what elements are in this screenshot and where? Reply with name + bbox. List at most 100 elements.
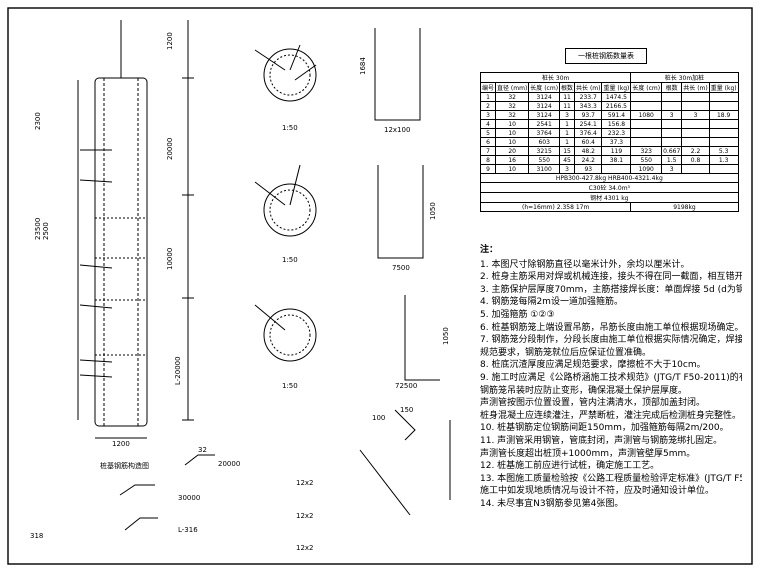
note-line: 声测管长度超出桩顶+1000mm，声测管壁厚5mm。 bbox=[480, 448, 696, 459]
dim-lower: 10000 bbox=[166, 248, 174, 270]
leader-line bbox=[254, 49, 286, 71]
table-cell: 3 bbox=[661, 110, 683, 120]
table-cell: 0.8 bbox=[681, 155, 710, 165]
bar-label: L-316 bbox=[178, 526, 198, 534]
table-cell bbox=[661, 101, 683, 111]
note-line: 9. 施工时应满足《公路桥涵施工技术规范》(JTG/T F50-2011)的有关… bbox=[480, 372, 742, 383]
leader-line bbox=[79, 179, 113, 183]
table-header-cell: 长度 (cm) bbox=[630, 82, 663, 93]
table-cell: 16 bbox=[495, 155, 530, 165]
table-cell: 6 bbox=[479, 137, 497, 147]
table-cell: 7 bbox=[479, 146, 497, 156]
leader-line bbox=[79, 374, 113, 378]
table-header-cell: 根数 bbox=[559, 82, 576, 93]
layout-caption: 桩基钢筋构造图 bbox=[100, 461, 149, 470]
bar-shape bbox=[119, 484, 155, 496]
table-cell: 45 bbox=[559, 155, 576, 165]
bar-label: 318 bbox=[30, 532, 43, 540]
bar-label: 30000 bbox=[178, 494, 200, 502]
rebar-quantity-table: 桩长 30m 桩长 30m加桩 编号 直径 (mm) 长度 (cm) 根数 共长… bbox=[479, 72, 739, 212]
stirrup-detail-c bbox=[404, 295, 440, 381]
leader-line bbox=[254, 304, 286, 331]
notes-heading: 注： bbox=[480, 245, 499, 255]
table-header-row: 桩长 30m 桩长 30m加桩 bbox=[479, 72, 739, 83]
table-cell: 254.1 bbox=[574, 119, 603, 129]
table-cell bbox=[708, 92, 739, 102]
table-cell: 3 bbox=[661, 164, 683, 174]
table-cell bbox=[708, 137, 739, 147]
detail-width-b: 7500 bbox=[392, 264, 410, 272]
table-cell: 48.2 bbox=[574, 146, 603, 156]
drawing-border bbox=[7, 7, 753, 565]
detail-height-a: 1684 bbox=[359, 57, 367, 75]
bar-shape bbox=[124, 517, 158, 531]
note-line: 13. 本图施工质量检验按《公路工程质量检验评定标准》(JTG/T F50-20… bbox=[480, 473, 742, 484]
table-cell: 376.4 bbox=[574, 128, 603, 138]
note-line: 施工中如发现地质情况与设计不符，应及时通知设计单位。 bbox=[480, 486, 715, 497]
table-cell: 2.2 bbox=[681, 146, 710, 156]
table-header-cell: 根数 bbox=[661, 82, 683, 93]
table-cell: 93.7 bbox=[574, 110, 603, 120]
dim-upper: 20000 bbox=[166, 138, 174, 160]
table-cell bbox=[681, 101, 710, 111]
note-line: 3. 主筋保护层厚度70mm，主筋搭接焊长度：单面焊接 5d (d为钢筋直径)。 bbox=[480, 284, 742, 295]
dim-top: 1200 bbox=[166, 32, 174, 50]
table-cell bbox=[661, 92, 683, 102]
table-cell bbox=[630, 119, 663, 129]
bar-label: 20000 bbox=[218, 460, 240, 468]
table-cell: 60.4 bbox=[574, 137, 603, 147]
table-cell: 37.3 bbox=[601, 137, 632, 147]
note-line: 声测管按图示位置设置，管内注满清水，顶部加盖封闭。 bbox=[480, 398, 706, 409]
table-cell: 3215 bbox=[528, 146, 561, 156]
table-cell: 3 bbox=[479, 110, 497, 120]
section-circle bbox=[263, 48, 317, 102]
table-cell: 20 bbox=[495, 146, 530, 156]
table-cell: 591.4 bbox=[601, 110, 632, 120]
table-cell: 1.5 bbox=[661, 155, 683, 165]
table-summary-cell: 钢材 4301 kg bbox=[480, 192, 739, 203]
note-line: 2. 桩身主筋采用对焊或机械连接，接头不得在同一截面，相互错开。 bbox=[480, 272, 742, 283]
leader-line bbox=[289, 164, 301, 206]
table-cell: 550 bbox=[630, 155, 663, 165]
table-header-row: 编号 直径 (mm) 长度 (cm) 根数 共长 (m) 重量 (kg) 长度 … bbox=[479, 82, 739, 93]
table-cell: 3124 bbox=[528, 92, 561, 102]
table-cell: 323 bbox=[630, 146, 663, 156]
table-cell: 10 bbox=[495, 137, 530, 147]
table-cell: 4 bbox=[479, 119, 497, 129]
section-circle bbox=[263, 308, 317, 362]
note-line: 6. 桩基钢筋笼上端设置吊筋，吊筋长度由施工单位根据现场确定。 bbox=[480, 322, 742, 333]
leader-line bbox=[254, 181, 286, 206]
table-cell: 1 bbox=[559, 137, 576, 147]
table-cell bbox=[681, 164, 710, 174]
table-cell bbox=[708, 101, 739, 111]
note-line: 14. 未尽事宜N3钢筋参见第4张图。 bbox=[480, 498, 624, 509]
bar-label: 100 bbox=[372, 414, 385, 422]
table-cell bbox=[681, 128, 710, 138]
table-cell bbox=[661, 137, 683, 147]
leader-line bbox=[79, 304, 113, 309]
table-cell: 32 bbox=[495, 110, 530, 120]
table-cell: 0.667 bbox=[661, 146, 683, 156]
note-line: 10. 桩基钢筋定位钢筋间距150mm，加强箍筋每隔2m/200。 bbox=[480, 423, 729, 434]
leader-line bbox=[79, 264, 113, 269]
table-group-header: 桩长 30m bbox=[479, 72, 632, 83]
table-summary-row: C30砼 34.0m³ bbox=[480, 182, 739, 193]
table-cell: 15 bbox=[559, 146, 576, 156]
section-inner bbox=[269, 54, 311, 96]
table-cell: 119 bbox=[601, 146, 632, 156]
section-circle bbox=[263, 183, 317, 237]
dim-middle: 2500 bbox=[42, 222, 50, 240]
table-cell: 3124 bbox=[528, 110, 561, 120]
note-line: 8. 桩底沉渣厚度应满足规范要求，摩擦桩不大于10cm。 bbox=[480, 360, 706, 371]
note-line: 11. 声测管采用钢管，管底封闭，声测管与钢筋笼绑扎固定。 bbox=[480, 435, 723, 446]
table-cell: 9 bbox=[479, 164, 497, 174]
